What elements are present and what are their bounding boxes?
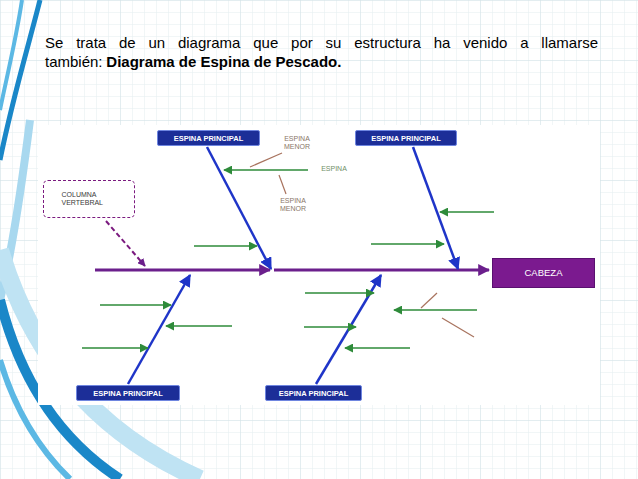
box-label: ESPINA PRINCIPAL — [174, 134, 244, 143]
swoosh — [0, 0, 40, 160]
minor-bone — [394, 309, 477, 311]
box-label: ESPINA PRINCIPAL — [93, 389, 163, 398]
annotation-label: ESPINA MENOR — [272, 197, 314, 213]
main-bone-box: ESPINA PRINCIPAL — [76, 385, 180, 401]
slide-text: Se trata de un diagrama que por su estru… — [45, 33, 598, 71]
minor-bone — [100, 304, 171, 306]
minor-bone — [166, 325, 232, 327]
main-bone — [316, 275, 381, 384]
leader-line — [250, 153, 282, 167]
minor-bone — [305, 292, 374, 294]
minor-bone — [304, 326, 356, 328]
minor-bone — [82, 347, 148, 349]
main-bone — [413, 147, 458, 269]
emphasis-text: Diagrama de Espina de Pescado. — [106, 53, 341, 70]
fishbone-drawing — [82, 147, 494, 384]
minor-bone — [345, 347, 410, 349]
main-bone-box: ESPINA PRINCIPAL — [265, 385, 362, 401]
minor-bone — [194, 245, 257, 247]
leader-line — [442, 318, 474, 337]
swoosh — [0, 0, 22, 110]
backbone-line — [95, 269, 270, 272]
minor-bone — [440, 211, 494, 213]
main-bone-box: ESPINA PRINCIPAL — [355, 130, 457, 146]
annotation-label: ESPINA MENOR — [276, 135, 318, 151]
main-bone-box: ESPINA PRINCIPAL — [157, 130, 260, 146]
spine-callout-box: COLUMNA VERTEBRAL — [43, 180, 135, 218]
main-bone — [128, 275, 190, 384]
minor-bone — [371, 243, 444, 245]
annotation-label: ESPINA — [314, 165, 354, 173]
box-label: ESPINA PRINCIPAL — [279, 389, 349, 398]
diagram-panel — [38, 125, 600, 405]
box-label: ESPINA PRINCIPAL — [371, 134, 441, 143]
box-label: CABEZA — [524, 267, 562, 278]
pointer-arrow — [106, 221, 145, 266]
box-label: COLUMNA VERTEBRAL — [62, 191, 114, 208]
head-box: CABEZA — [492, 258, 595, 288]
minor-bone — [224, 169, 308, 171]
leader-line — [279, 175, 286, 194]
leader-line — [421, 293, 437, 308]
main-bone — [207, 147, 271, 269]
